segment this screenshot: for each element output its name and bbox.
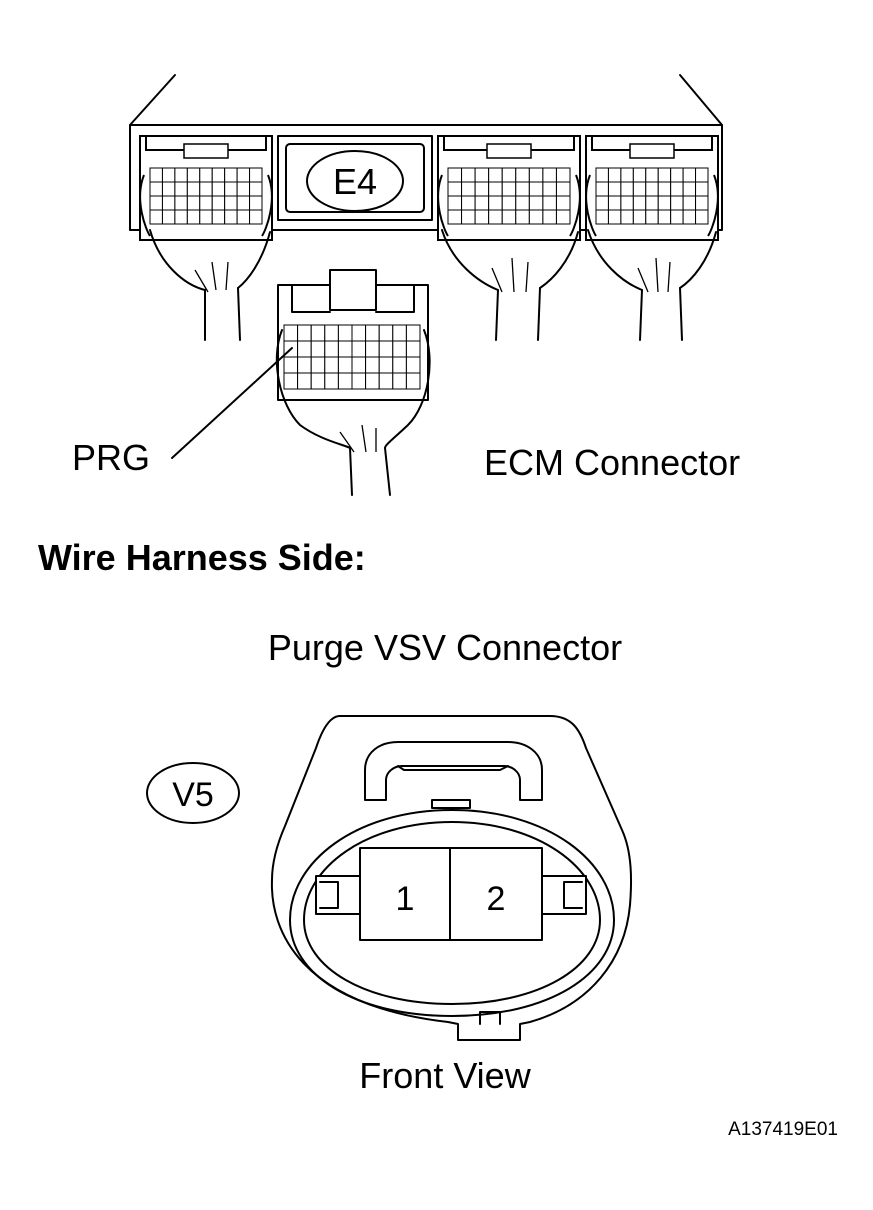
ecm-connector-left [139,135,273,241]
prg-leader-line [171,347,293,459]
ecm-terminal-cell [378,372,394,390]
ecm-terminal-cell [351,372,367,390]
ecm-terminal-cell [378,340,394,358]
ecm-terminal-cell [365,372,380,390]
ecm-connector-caption: ECM Connector [484,442,740,483]
e4-label-plate: E4 [277,135,433,221]
ecm-terminal-cell [297,324,312,342]
ecm-terminal-cell [337,372,353,390]
ecm-top-connectors [139,135,719,241]
ecm-terminal-cell [392,324,407,342]
ecm-terminal-cell [405,372,421,390]
ecm-terminal-cell [365,324,380,342]
vsv-pin-1: 1 [359,847,451,941]
ecm-terminal-cell [310,356,326,374]
ecm-terminal-cell [324,340,339,358]
ecm-connector-code: E4 [333,161,377,202]
ecm-connector-middle [437,135,581,241]
ecm-front-terminal-grid [283,324,421,390]
ecm-terminal-cell [337,356,353,374]
ecm-terminal-cell [283,372,299,390]
section-heading: Wire Harness Side: [38,537,366,578]
ecm-terminal-cell [310,324,326,342]
vsv-pin-2: 2 [449,847,543,941]
vsv-connector-title: Purge VSV Connector [268,627,622,668]
ecm-terminal-cell [337,340,353,358]
view-label: Front View [359,1055,531,1096]
ecm-terminal-cell [351,340,367,358]
figure-id: A137419E01 [728,1119,838,1140]
ecm-harness-wires [149,229,717,341]
prg-terminal-label: PRG [72,437,150,478]
ecm-terminal-cell [324,372,339,390]
ecm-terminal-cell [378,356,394,374]
ecm-terminal-cell [351,356,367,374]
vsv-pin-2-label: 2 [487,880,506,918]
ecm-terminal-cell [405,324,421,342]
ecm-terminal-cell [324,324,339,342]
ecm-front-connector [275,269,431,496]
ecm-terminal-cell [405,340,421,358]
ecm-terminal-cell [392,356,407,374]
ecm-terminal-cell [324,356,339,374]
ecm-terminal-cell [365,356,380,374]
ecm-terminal-cell [283,356,299,374]
vsv-connector-code: V5 [172,776,214,814]
ecm-terminal-cell [283,324,299,342]
ecm-terminal-cell [337,324,353,342]
ecm-terminal-cell [310,372,326,390]
ecm-terminal-cell [378,324,394,342]
ecm-connector-right [585,135,719,241]
ecm-terminal-cell [310,340,326,358]
ecm-terminal-cell [405,356,421,374]
ecm-terminal-cell [297,340,312,358]
ecm-terminal-cell [392,340,407,358]
ecm-terminal-cell [297,372,312,390]
ecm-terminal-cell [392,372,407,390]
ecm-terminal-cell [365,340,380,358]
ecm-terminal-cell [297,356,312,374]
ecm-terminal-cell [351,324,367,342]
vsv-pin-1-label: 1 [396,880,415,918]
vsv-code-badge: V5 [146,762,240,824]
